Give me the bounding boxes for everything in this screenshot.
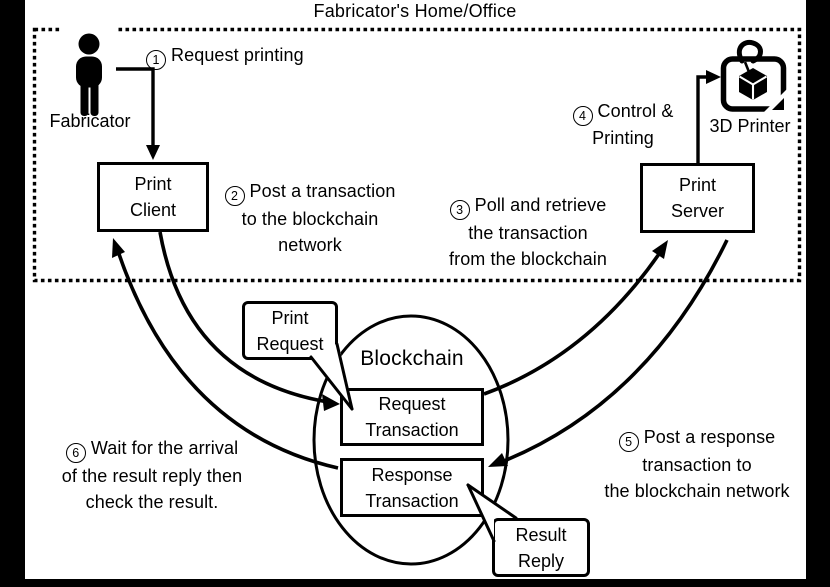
result-reply-line1: Result xyxy=(515,524,567,545)
result-reply-bubble: Result Reply xyxy=(492,518,590,577)
step-4-number: 4 xyxy=(572,106,593,127)
step-3-number: 3 xyxy=(449,200,470,221)
fabricator-label: Fabricator xyxy=(49,111,131,131)
arrow-poll-retrieve xyxy=(483,240,668,396)
response-tx-line1: Response xyxy=(371,464,453,485)
printer-label: 3D Printer xyxy=(709,116,791,136)
print-request-bubble: Print Request xyxy=(242,301,338,360)
3d-printer-icon xyxy=(720,39,787,112)
arrow-post-response xyxy=(488,239,729,467)
print-client-box: Print Client xyxy=(97,162,209,232)
request-tx-line2: Transaction xyxy=(365,420,459,440)
blockchain-ellipse xyxy=(312,314,510,566)
step-6-number: 6 xyxy=(65,443,86,464)
print-server-box: Print Server xyxy=(640,163,755,233)
arrow-wait-result xyxy=(112,238,339,470)
request-transaction-box: Request Transaction xyxy=(340,388,484,446)
step-5-number: 5 xyxy=(618,432,639,453)
home-office-title: Fabricator's Home/Office xyxy=(313,1,517,21)
step-2-number: 2 xyxy=(224,186,245,207)
print-request-line2: Request xyxy=(256,333,324,354)
print-client-label-line1: Print xyxy=(134,174,172,194)
home-office-dashed-border xyxy=(32,27,802,283)
border-gap xyxy=(60,25,116,36)
blockchain-label: Blockchain xyxy=(360,347,464,370)
step-1-number: 1 xyxy=(146,50,166,71)
print-server-label-line1: Print xyxy=(678,175,716,195)
arrow-control-printing xyxy=(696,70,721,163)
print-client-label-line2: Client xyxy=(129,200,177,220)
person-icon xyxy=(76,33,102,116)
result-reply-line2: Reply xyxy=(517,550,565,571)
print-server-label-line2: Server xyxy=(670,201,724,221)
response-transaction-box: Response Transaction xyxy=(340,458,484,517)
print-request-line1: Print xyxy=(271,307,309,328)
request-tx-line1: Request xyxy=(378,394,446,414)
response-tx-line2: Transaction xyxy=(365,490,459,511)
